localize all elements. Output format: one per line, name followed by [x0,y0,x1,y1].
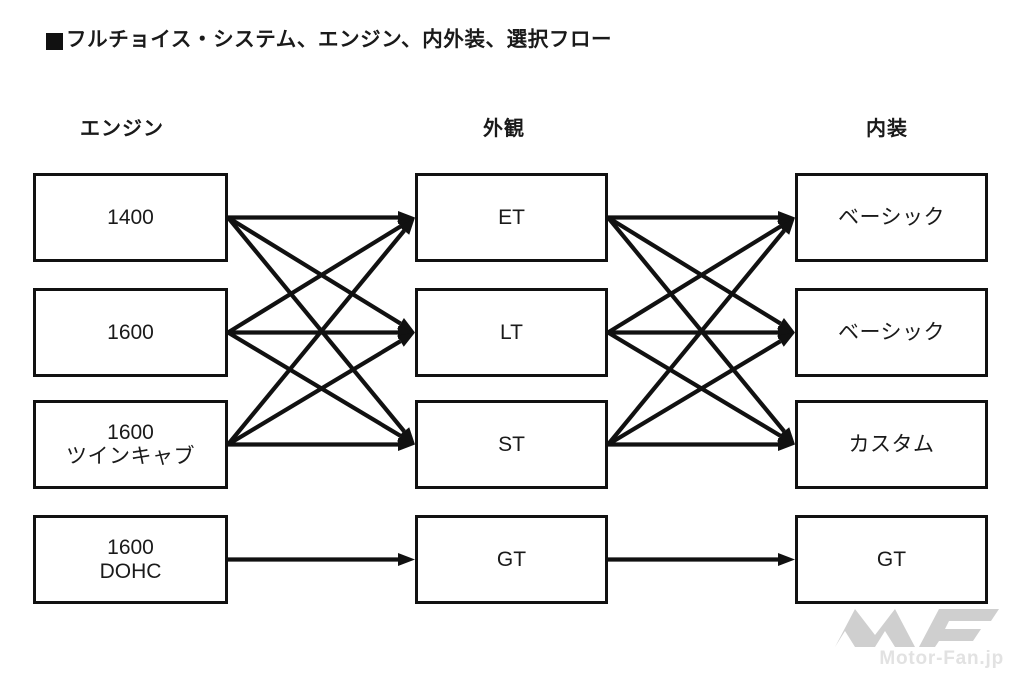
node-exterior-st[interactable]: ST [415,400,608,489]
connector-x-lt-to-i-basic-1 [606,217,795,335]
node-label: 1400 [107,205,154,229]
node-label-line2: DOHC [99,559,162,583]
connector-e-1600-to-x-lt [228,326,415,339]
node-exterior-lt[interactable]: LT [415,288,608,377]
connector-e-1400-to-x-et [228,211,415,224]
connector-x-lt-to-i-custom [606,330,795,445]
column-header-engine: エンジン [80,118,164,140]
connector-x-st-to-i-basic-2 [606,332,795,447]
node-label-line1: 1600 [107,420,154,444]
connector-e-1600-tc-to-x-et [226,217,415,446]
connector-e-1600-to-x-et [226,217,415,335]
connector-x-gt-to-i-gt [608,553,795,566]
node-label-line1: 1600 [107,535,154,559]
connector-x-et-to-i-basic-2 [606,215,795,333]
connector-e-1600-tc-to-x-st [228,438,415,451]
node-exterior-gt[interactable]: GT [415,515,608,604]
node-label: 1600 [107,320,154,344]
connector-x-lt-to-i-basic-2 [608,326,795,339]
node-label-line2: ツインキャブ [66,444,195,468]
node-interior-basic-2[interactable]: ベーシック [795,288,988,377]
node-interior-basic-1[interactable]: ベーシック [795,173,988,262]
page-title: フルチョイス・システム、エンジン、内外装、選択フロー [46,28,613,51]
connector-e-1400-to-x-lt [226,215,415,333]
connector-e-1600-tc-to-x-lt [226,332,415,447]
connector-x-et-to-i-basic-1 [608,211,795,224]
node-engine-1400[interactable]: 1400 [33,173,228,262]
connector-x-et-to-i-custom [606,216,795,445]
node-label: ET [498,205,525,229]
connector-e-1600-dohc-to-x-gt [228,553,415,566]
column-header-interior: 内装 [866,118,908,140]
black-square-bullet-icon [46,32,63,50]
node-engine-1600-twin-carb[interactable]: 1600 ツインキャブ [33,400,228,489]
connector-x-st-to-i-basic-1 [606,217,795,446]
node-label: LT [500,320,523,344]
connector-e-1400-to-x-st [226,216,415,445]
page-title-text: フルチョイス・システム、エンジン、内外装、選択フロー [66,28,613,51]
node-engine-1600[interactable]: 1600 [33,288,228,377]
node-interior-gt[interactable]: GT [795,515,988,604]
node-label: ベーシック [837,205,946,229]
node-exterior-et[interactable]: ET [415,173,608,262]
node-interior-custom[interactable]: カスタム [795,400,988,489]
node-label: ST [498,432,525,456]
node-label: カスタム [848,432,935,456]
node-engine-1600-dohc[interactable]: 1600 DOHC [33,515,228,604]
connector-x-st-to-i-custom [608,438,795,451]
connector-e-1600-to-x-st [226,330,415,445]
node-label: GT [496,547,527,571]
node-label: ベーシック [837,320,946,344]
column-header-exterior: 外観 [483,118,525,140]
watermark-text: Motor-Fan.jp [879,648,1004,669]
node-label: GT [876,547,907,571]
